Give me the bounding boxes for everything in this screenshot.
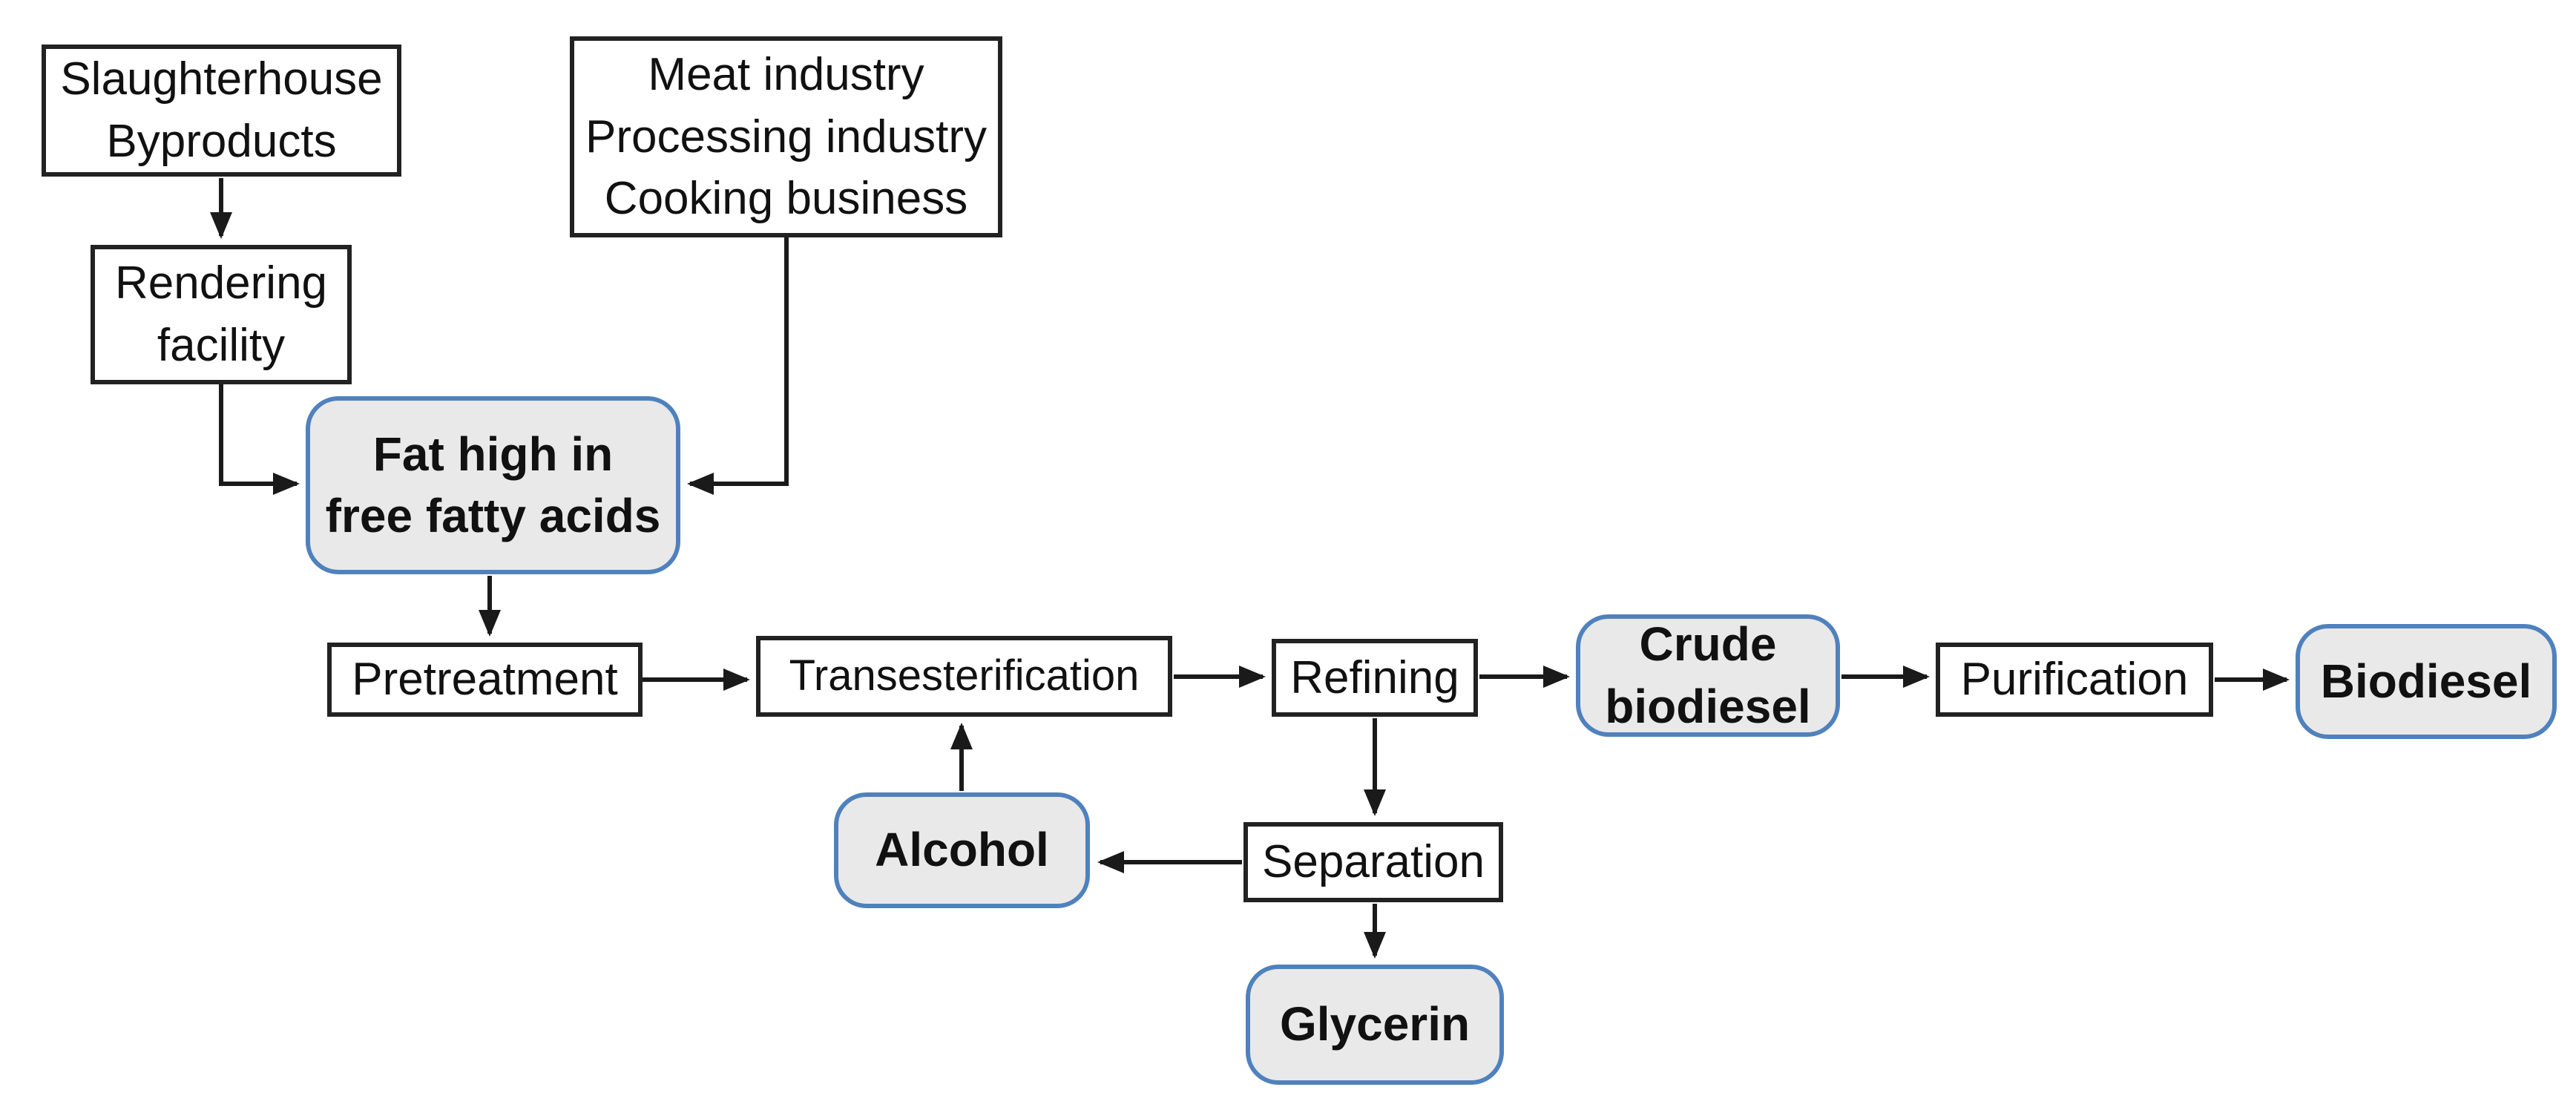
node-purification: Purification: [1936, 643, 2213, 717]
node-pretreatment: Pretreatment: [327, 643, 643, 717]
node-slaughterhouse-byproducts: Slaughterhouse Byproducts: [42, 45, 401, 177]
node-alcohol-label: Alcohol: [875, 823, 1049, 877]
node-glycerin: Glycerin: [1246, 965, 1504, 1085]
edge-meat-fathigh-arrow: [687, 237, 789, 495]
node-refining: Refining: [1272, 639, 1478, 717]
node-alcohol: Alcohol: [834, 792, 1090, 908]
node-biodiesel: Biodiesel: [2296, 624, 2557, 739]
node-separation: Separation: [1243, 822, 1503, 902]
node-crude-biodiesel: Crude biodiesel: [1576, 614, 1840, 737]
node-purification-label: Purification: [1960, 654, 2189, 706]
edge-rendering-fathigh-arrow: [219, 384, 300, 495]
node-glycerin-label: Glycerin: [1279, 997, 1471, 1051]
node-pretreatment-label: Pretreatment: [352, 654, 618, 706]
node-meat-industry: Meat industry Processing industry Cookin…: [570, 36, 1002, 237]
node-fat-high-in-free-fatty-acids-label: Fat high in free fatty acids: [325, 427, 661, 542]
node-meat-industry-label: Meat industry Processing industry Cookin…: [585, 48, 988, 225]
node-transesterification-label: Transesterification: [789, 651, 1140, 700]
node-rendering-facility-label: Rendering facility: [114, 257, 328, 371]
node-slaughterhouse-byproducts-label: Slaughterhouse Byproducts: [60, 53, 383, 167]
node-transesterification: Transesterification: [756, 636, 1172, 717]
node-crude-biodiesel-label: Crude biodiesel: [1605, 617, 1811, 733]
node-refining-label: Refining: [1290, 651, 1459, 703]
node-fat-high-in-free-fatty-acids: Fat high in free fatty acids: [306, 396, 680, 574]
node-rendering-facility: Rendering facility: [91, 245, 352, 384]
node-biodiesel-label: Biodiesel: [2320, 654, 2532, 708]
node-separation-label: Separation: [1262, 836, 1485, 888]
